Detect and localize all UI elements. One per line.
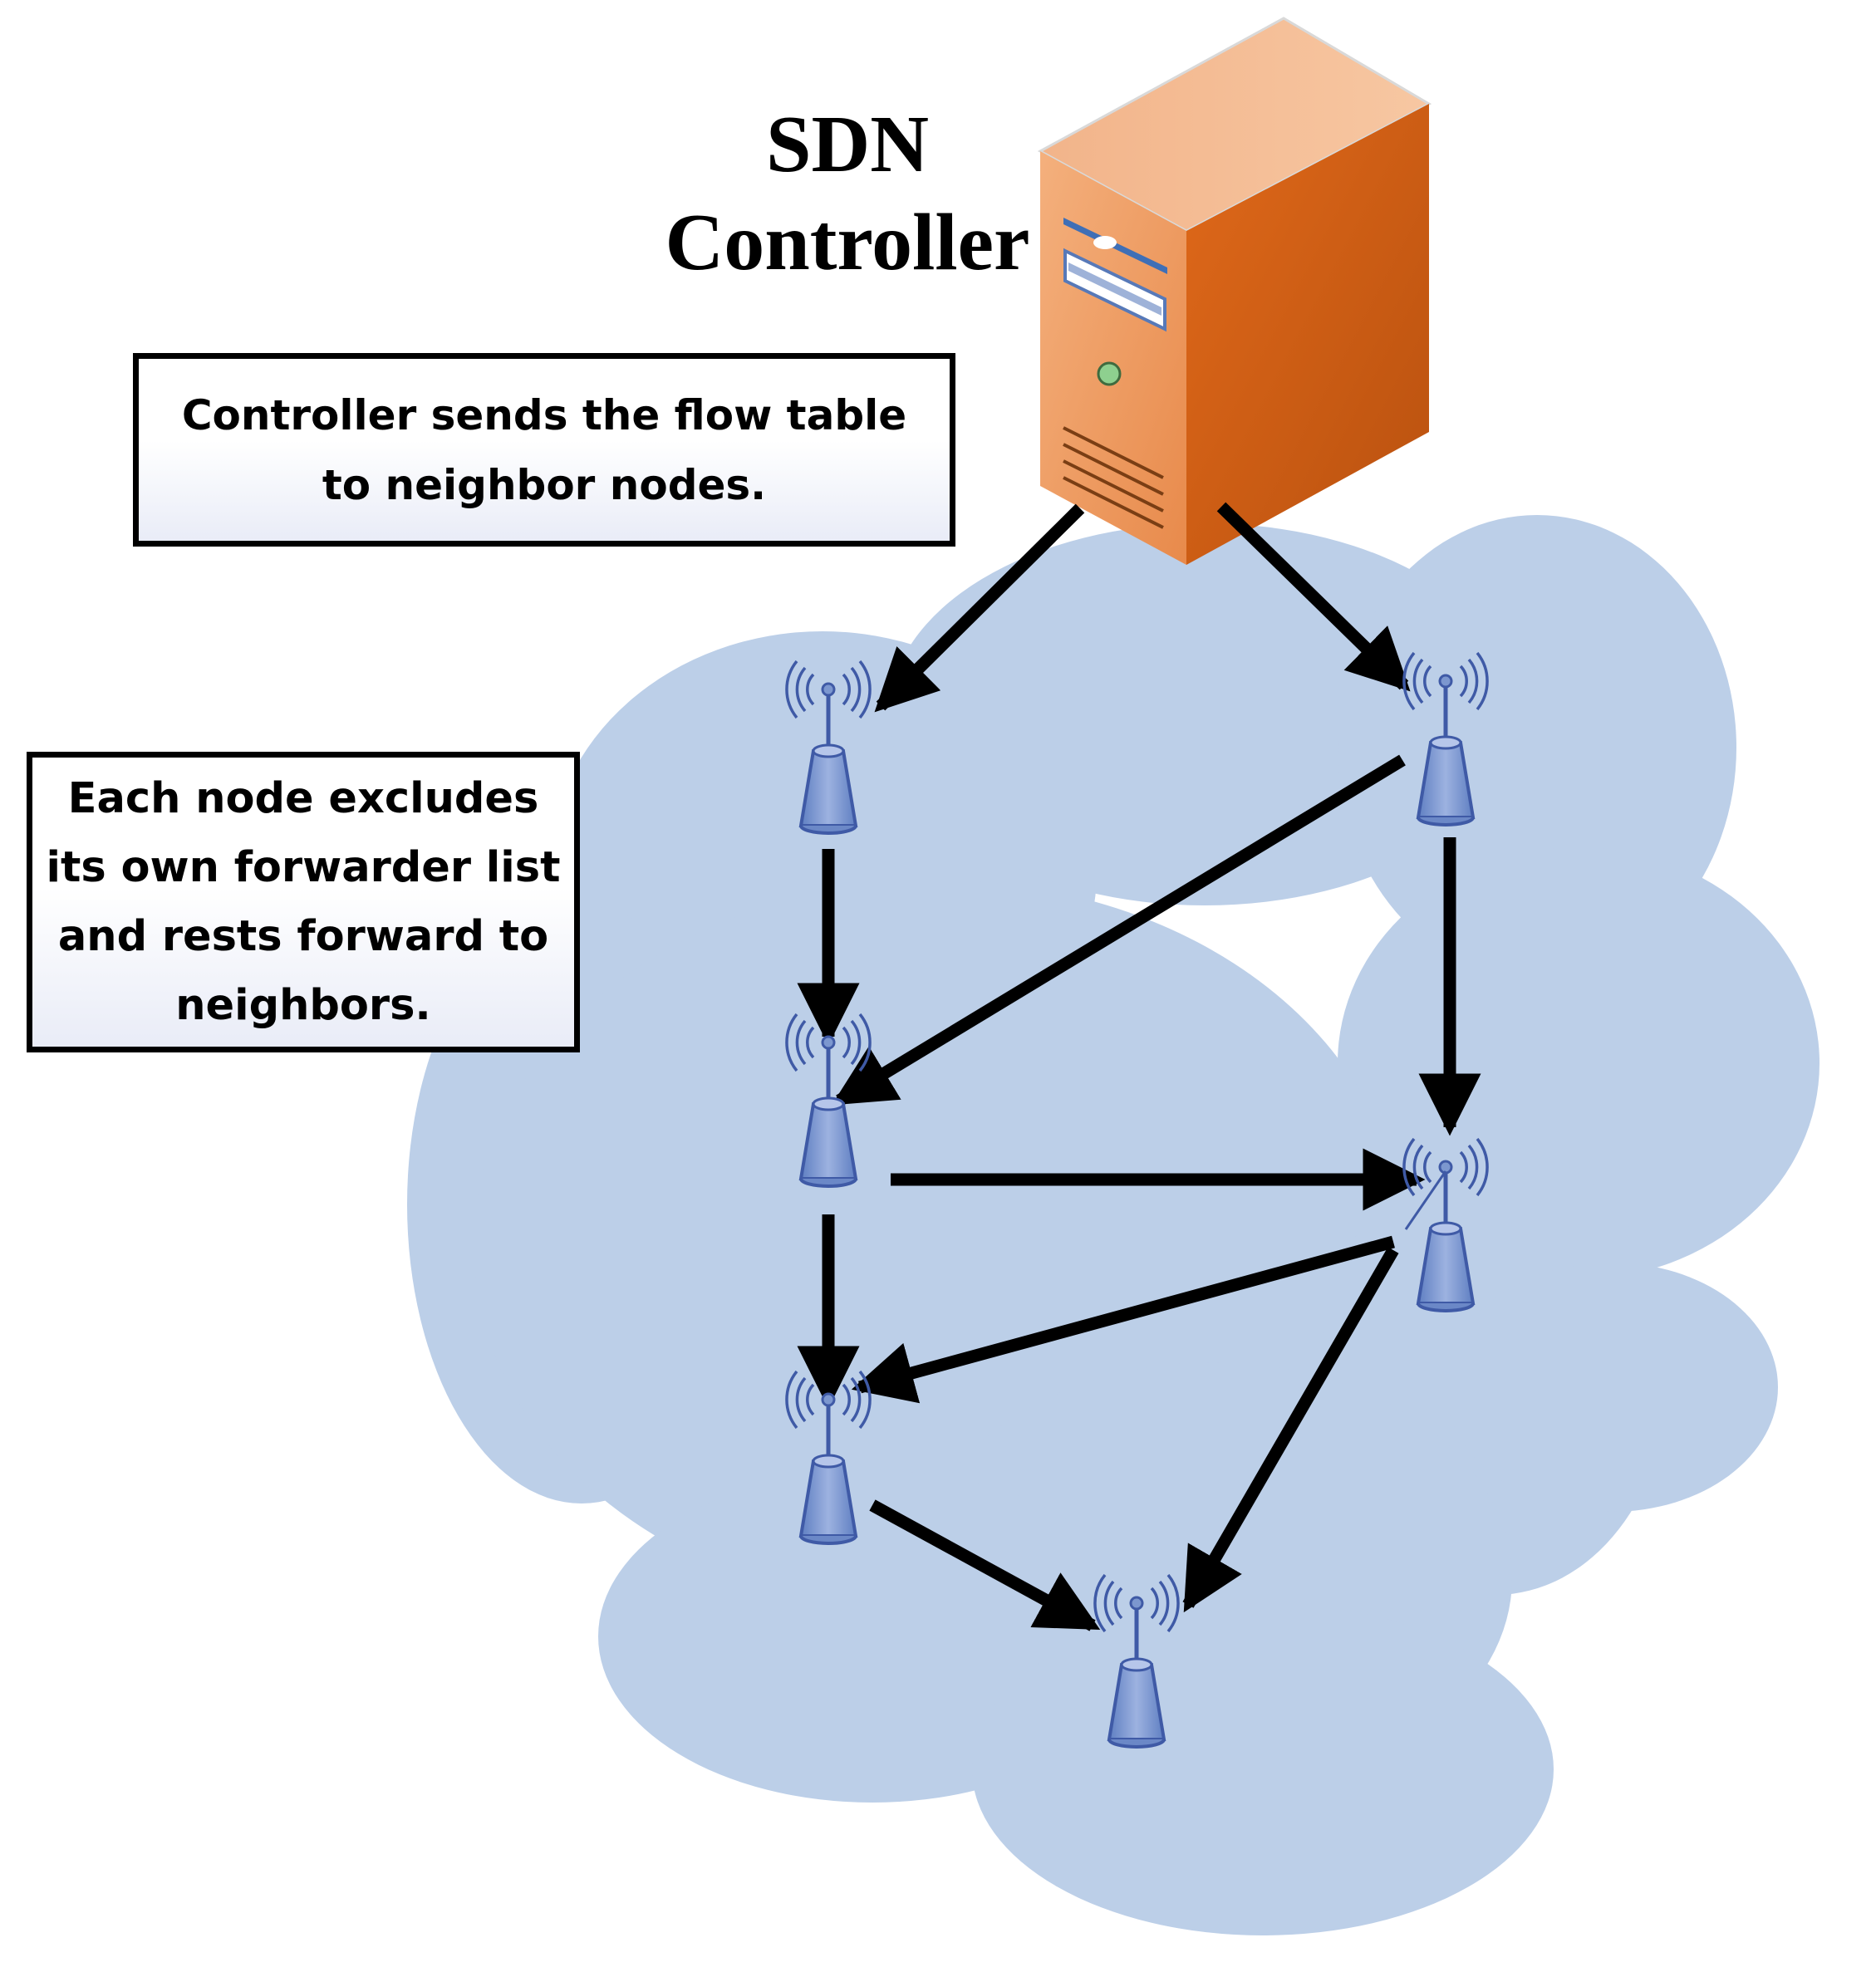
arrow-n4-to-n6 <box>1182 1247 1399 1613</box>
node-note-text: Each node excludes its own forwarder lis… <box>46 774 561 1030</box>
flow-arrows <box>797 502 1481 1631</box>
controller-note-box: Controller sends the flow table to neigh… <box>133 353 955 547</box>
controller-note-text: Controller sends the flow table to neigh… <box>181 390 907 509</box>
controller-title: SDN Controller <box>598 96 1097 292</box>
network-cloud <box>407 515 1820 1935</box>
arrow-n2-to-n3 <box>832 754 1406 1106</box>
arrow-controller-to-n1 <box>874 503 1085 713</box>
wireless-nodes <box>787 653 1487 1747</box>
node-note-box: Each node excludes its own forwarder lis… <box>27 752 580 1052</box>
arrow-n5-to-n6 <box>869 1499 1101 1631</box>
server-icon <box>1037 17 1432 565</box>
controller-title-line2: Controller <box>665 198 1030 287</box>
arrow-n4-to-n5 <box>851 1235 1395 1404</box>
arrow-controller-to-n2 <box>1216 502 1411 692</box>
controller-title-line1: SDN <box>765 100 930 189</box>
